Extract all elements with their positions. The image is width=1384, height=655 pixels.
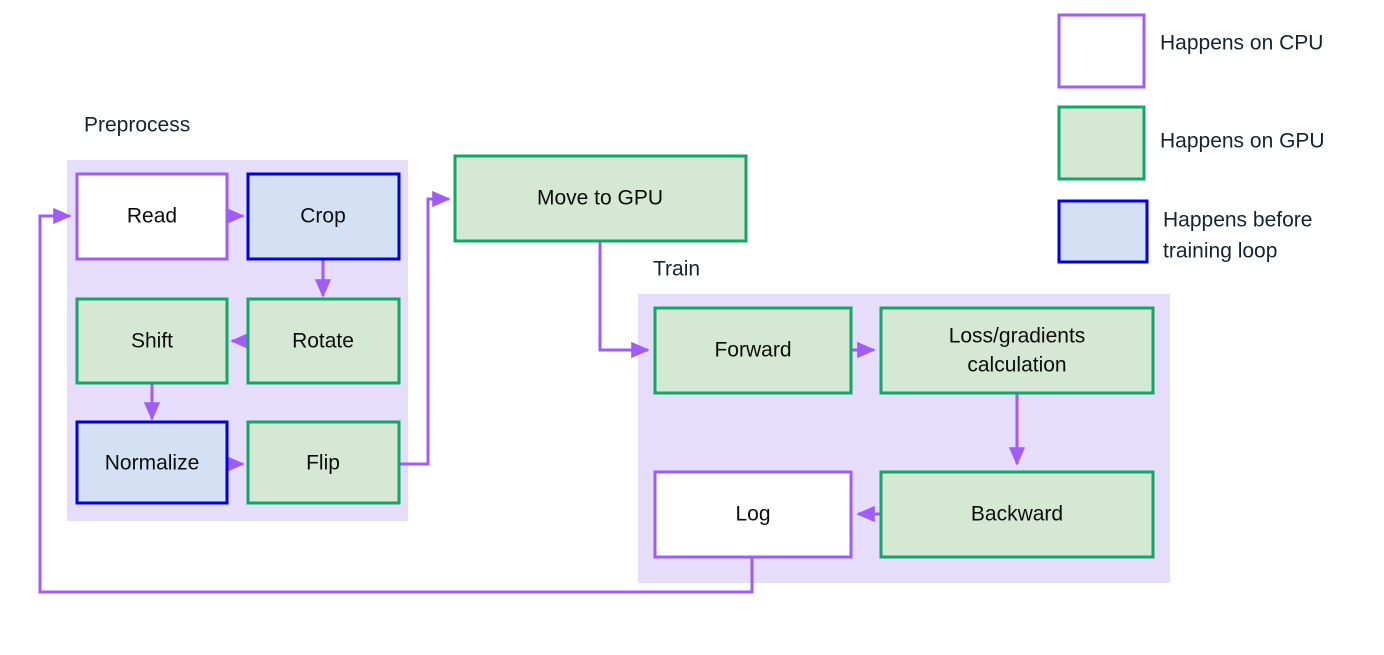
node-crop-label: Crop bbox=[300, 205, 346, 228]
node-shift-label: Shift bbox=[131, 330, 173, 353]
node-shift[interactable]: Shift bbox=[75, 297, 229, 385]
legend-label-gpu: Happens on GPU bbox=[1160, 130, 1325, 153]
legend-item-before-training-loop: Happens before training loop bbox=[1057, 199, 1312, 264]
node-forward[interactable]: Forward bbox=[653, 306, 853, 395]
legend-swatch-gpu bbox=[1057, 105, 1146, 181]
node-rotate-label: Rotate bbox=[292, 330, 354, 353]
node-loss-gradients-label-line2: calculation bbox=[967, 354, 1066, 377]
legend-item-gpu: Happens on GPU bbox=[1057, 105, 1325, 181]
edge-flip-to-movegpu bbox=[399, 190, 451, 466]
legend-item-cpu: Happens on CPU bbox=[1057, 13, 1323, 89]
node-flip-label: Flip bbox=[306, 452, 340, 475]
node-forward-label: Forward bbox=[714, 339, 791, 362]
edge-log-to-read bbox=[38, 207, 754, 594]
legend-swatch-before-training-loop bbox=[1057, 199, 1149, 264]
legend-label-before-training-loop-line1: Happens before bbox=[1163, 209, 1312, 232]
node-log-label: Log bbox=[735, 503, 770, 526]
legend-label-before-training-loop-line2: training loop bbox=[1163, 240, 1277, 263]
node-move-to-gpu-label: Move to GPU bbox=[537, 187, 663, 210]
node-loss-gradients[interactable]: Loss/gradients calculation bbox=[879, 306, 1155, 395]
node-rotate[interactable]: Rotate bbox=[246, 297, 401, 385]
node-read[interactable]: Read bbox=[75, 172, 229, 261]
node-loss-gradients-label-line1: Loss/gradients bbox=[949, 325, 1086, 348]
node-log[interactable]: Log bbox=[653, 470, 853, 559]
node-flip[interactable]: Flip bbox=[246, 420, 401, 505]
node-normalize-label: Normalize bbox=[105, 452, 200, 475]
legend-label-cpu: Happens on CPU bbox=[1160, 32, 1323, 55]
legend: Happens on CPU Happens on GPU Happens be… bbox=[1057, 13, 1325, 264]
node-backward-label: Backward bbox=[971, 503, 1063, 526]
group-label-train: Train bbox=[653, 258, 700, 281]
node-crop[interactable]: Crop bbox=[246, 172, 401, 261]
node-move-to-gpu[interactable]: Move to GPU bbox=[453, 154, 748, 243]
group-label-preprocess: Preprocess bbox=[84, 114, 190, 137]
node-read-label: Read bbox=[127, 205, 177, 228]
legend-swatch-cpu bbox=[1057, 13, 1146, 89]
edge-movegpu-to-forward bbox=[598, 241, 650, 359]
node-backward[interactable]: Backward bbox=[879, 470, 1155, 559]
node-normalize[interactable]: Normalize bbox=[75, 420, 229, 505]
